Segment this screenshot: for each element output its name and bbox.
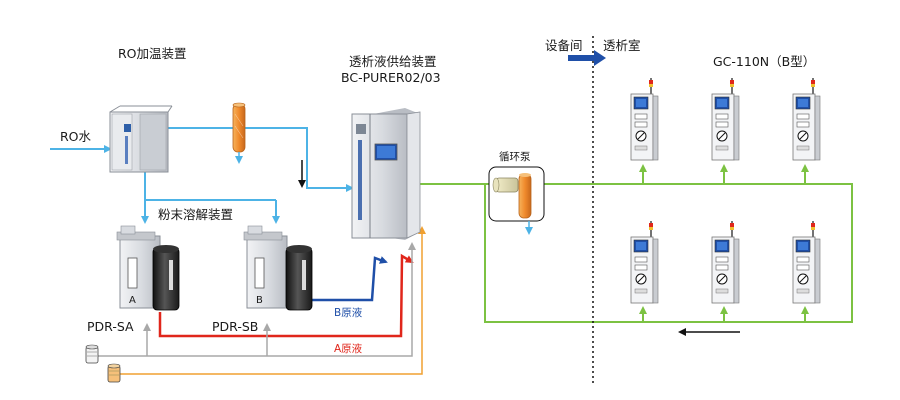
a-concentrate-pipe [158, 253, 414, 338]
dialysis-machine-group [630, 78, 821, 304]
ro-water-label: RO水 [60, 129, 92, 144]
circulation-pump [488, 166, 545, 235]
gray-supply-pipe [98, 242, 416, 357]
pdr-sb-unit [243, 225, 313, 311]
b-concentrate-label: B原液 [334, 306, 363, 319]
dialysis-machine-top-1 [630, 78, 659, 161]
pump-label: 循环泵 [499, 150, 531, 163]
b-concentrate-pipe [312, 256, 388, 302]
tank-a-letter: A [129, 295, 136, 306]
ro-heater-label: RO加温装置 [118, 46, 187, 61]
tank-b-letter: B [256, 295, 263, 306]
supply-unit-label-line2: BC-PURER02/03 [341, 70, 441, 85]
room-direction-arrow [568, 50, 606, 66]
a-concentrate-label: A原液 [334, 342, 363, 355]
equipment-room-label: 设备间 [545, 38, 583, 53]
concentrate-bottle-gray [85, 344, 99, 364]
pdr-sb-label: PDR-SB [212, 319, 258, 334]
dialysis-machine-bottom-2 [711, 221, 740, 304]
orange-supply-pipe [112, 226, 426, 375]
dialysis-machine-bottom-3 [792, 221, 821, 304]
pdr-sa-label: PDR-SA [87, 319, 134, 334]
pdr-sa-unit [116, 225, 180, 311]
dialysis-machine-bottom-1 [630, 221, 659, 304]
dialysate-supply-unit [351, 108, 421, 240]
machine-model-label: GC-110N（B型） [713, 54, 815, 69]
powder-dissolver-label: 粉末溶解装置 [158, 207, 233, 222]
dialysate-supply-pipe [420, 183, 853, 323]
concentrate-bottle-orange [107, 363, 121, 383]
ro-heater-unit [109, 105, 173, 173]
ro-filter-cartridge [232, 102, 246, 164]
dialysis-machine-top-2 [711, 78, 740, 161]
ro-to-dissolver-pipe [144, 170, 276, 201]
dialysis-room-label: 透析室 [603, 38, 641, 53]
ro-heater-loop-pipe [168, 127, 354, 192]
supply-unit-label-line1: 透析液供给装置 [349, 54, 437, 69]
dialysis-machine-top-3 [792, 78, 821, 161]
